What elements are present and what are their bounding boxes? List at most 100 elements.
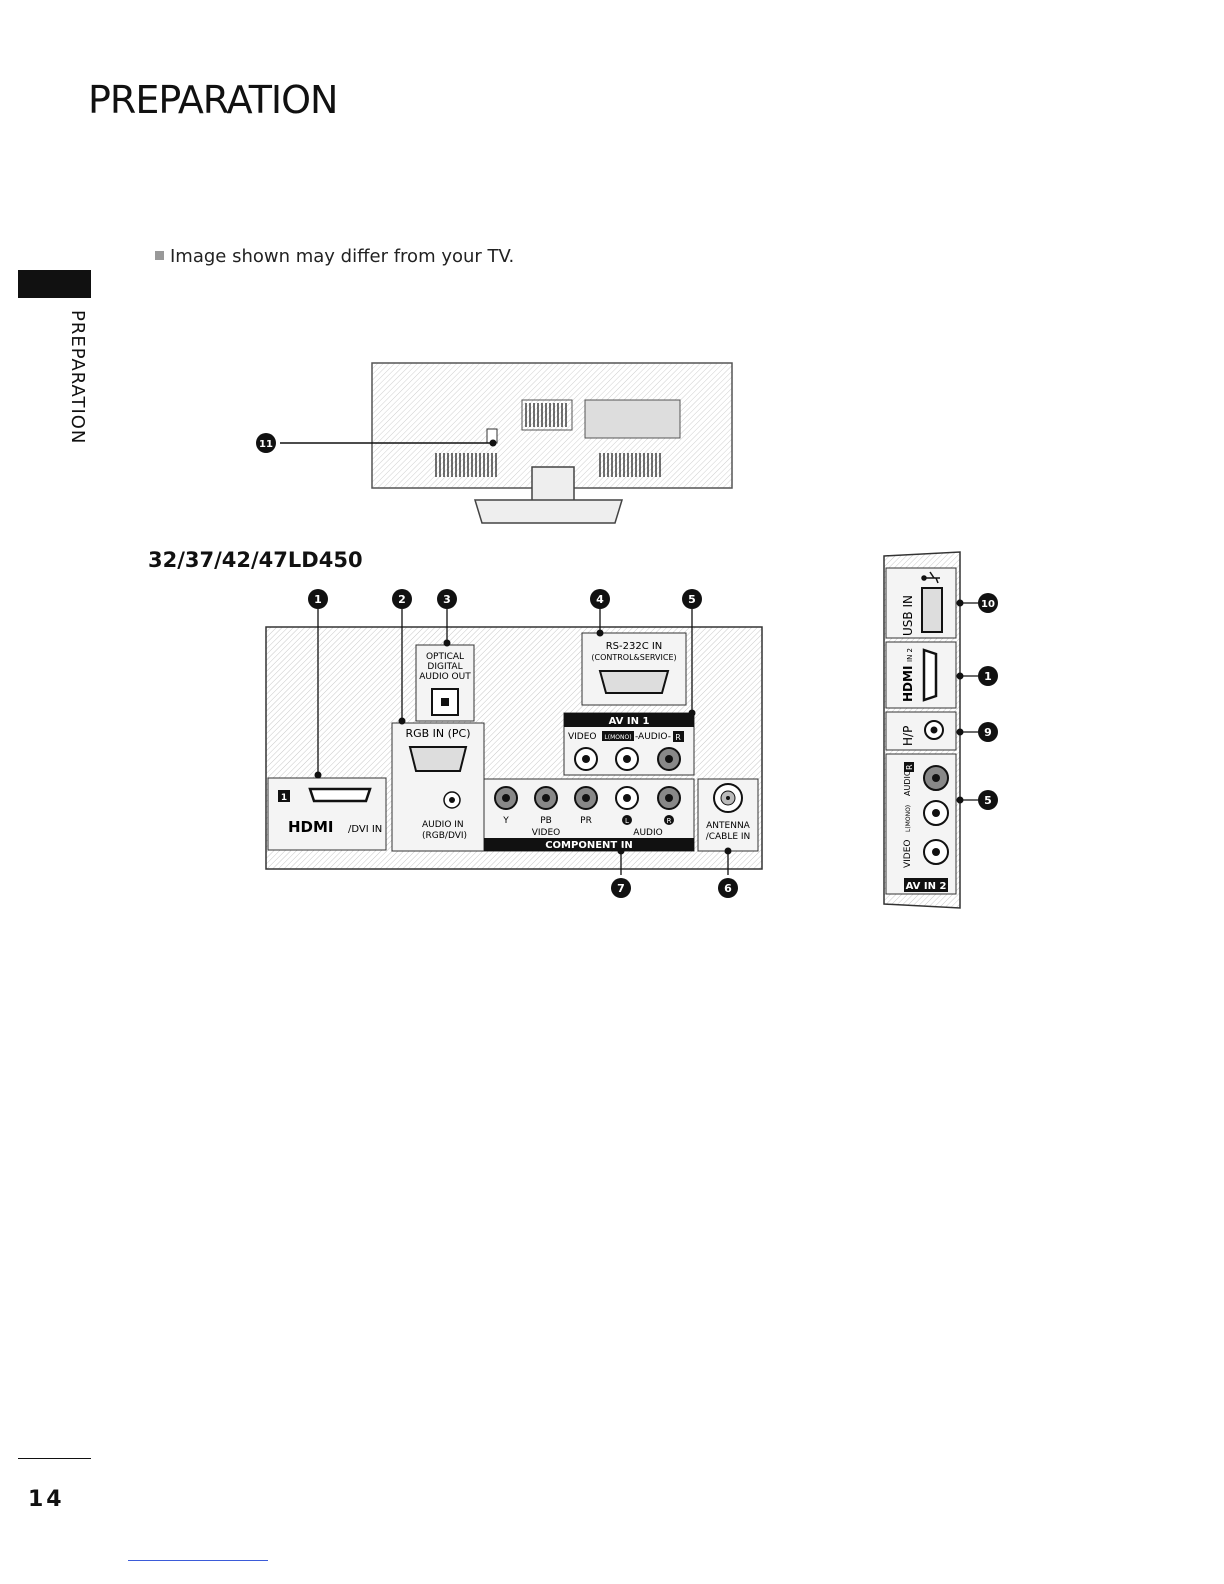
vent-grille-top [521, 399, 573, 431]
callout-2-text: 2 [398, 593, 406, 606]
hdmi-port-number: 1 [281, 793, 287, 803]
callout-1-side: 1 [978, 666, 998, 686]
audio-in-label: AUDIO IN [422, 820, 464, 830]
rs232c-sublabel: (CONTROL&SERVICE) [591, 653, 676, 662]
callout-dots [314, 629, 732, 855]
rear-connection-panel: 1 HDMI /DVI IN RGB IN (PC) AUDIO IN (RGB… [265, 589, 763, 898]
hdmi-sublabel: /DVI IN [348, 824, 382, 835]
side-hdmi-port [922, 648, 938, 702]
usb-port [921, 587, 943, 633]
page-number: 14 [28, 1487, 65, 1512]
headphone-group: H/P [885, 711, 957, 751]
hdmi-port [308, 787, 372, 803]
component-pr-label: PR [580, 816, 592, 826]
component-pb-label: PB [540, 816, 552, 826]
callout-7: 7 [611, 878, 631, 898]
usb-in-label: USB IN [901, 595, 915, 636]
optical-label-2: DIGITAL [427, 662, 462, 672]
rgb-in-group: RGB IN (PC) AUDIO IN (RGB/DVI) [391, 722, 485, 852]
footer-link-underline [128, 1560, 268, 1561]
model-heading: 32/37/42/47LD450 [148, 548, 363, 572]
hp-label: H/P [901, 726, 915, 746]
av-in1-mono-label: L(MONO) [604, 734, 631, 741]
audio-in-sublabel: (RGB/DVI) [422, 831, 467, 841]
vent-grille-left [435, 453, 497, 477]
rs232c-group: RS-232C IN (CONTROL&SERVICE) [581, 632, 687, 706]
callout-5-text: 5 [688, 593, 696, 606]
section-side-label: PREPARATION [67, 310, 88, 445]
rgb-in-label: RGB IN (PC) [405, 727, 470, 740]
tv-rear-illustration: 11 [256, 362, 733, 524]
callout-3-text: 3 [443, 593, 451, 606]
hdmi-logo: HDMI [288, 818, 334, 836]
rs232c-port [598, 670, 670, 694]
optical-label-3: AUDIO OUT [419, 672, 471, 682]
optical-label-1: OPTICAL [426, 652, 464, 662]
callout-7-text: 7 [617, 882, 625, 895]
component-audio-label: AUDIO [633, 828, 662, 838]
tv-stand [473, 466, 624, 524]
side-av-video-label: VIDEO [903, 839, 913, 868]
av-in1-jacks [574, 747, 681, 771]
antenna-group: ANTENNA /CABLE IN [697, 778, 759, 852]
optical-out-group: OPTICAL DIGITAL AUDIO OUT [415, 644, 475, 722]
callout-leaders [317, 609, 729, 875]
vent-grille-right [599, 453, 661, 477]
callout-9: 9 [978, 722, 998, 742]
component-l-label: L [625, 817, 629, 825]
callout-2: 2 [392, 589, 412, 609]
side-callout-leaders [960, 602, 978, 801]
callout-11-badge [256, 433, 276, 453]
tv-back-panel [584, 399, 681, 439]
component-r-label: R [667, 817, 672, 825]
callout-6: 6 [718, 878, 738, 898]
side-connection-panel: USB IN HDMI IN 2 H/P VIDEO L(MONO) AUDIO… [883, 551, 998, 909]
component-y-label: Y [502, 816, 509, 826]
av-in1-group: AV IN 1 VIDEO L(MONO) -AUDIO- R [563, 712, 695, 776]
av-in1-video-label: VIDEO [568, 732, 597, 742]
hdmi-in2-group: HDMI IN 2 [885, 641, 957, 709]
component-in-label: COMPONENT IN [545, 840, 633, 851]
callout-3: 3 [437, 589, 457, 609]
callout-10: 10 [978, 593, 998, 613]
callout-1-text: 1 [314, 593, 322, 606]
callout-1-side-text: 1 [984, 670, 992, 683]
hdmi-dvi-port-group: 1 HDMI /DVI IN [267, 777, 387, 851]
av-in2-jacks [923, 765, 949, 865]
side-av-mono-label: L(MONO) [905, 805, 912, 832]
av-in1-label: AV IN 1 [609, 716, 650, 727]
callout-6-text: 6 [724, 882, 732, 895]
side-av-r-label: R [905, 764, 914, 770]
side-callout-dots [956, 599, 964, 804]
rs232c-label: RS-232C IN [606, 641, 663, 652]
section-tab-marker [18, 270, 91, 298]
callout-10-text: 10 [981, 599, 995, 610]
side-hdmi-label: HDMI [901, 666, 915, 702]
av-in2-group: VIDEO L(MONO) AUDIO R AV IN 2 [885, 753, 957, 895]
note-text: Image shown may differ from your TV. [170, 246, 515, 267]
callout-9-text: 9 [984, 726, 992, 739]
av-in1-audio-label: -AUDIO- [635, 732, 671, 742]
antenna-sublabel: /CABLE IN [706, 832, 751, 842]
side-hdmi-number: IN 2 [906, 648, 914, 662]
callout-11-dot [489, 439, 497, 447]
rgb-vga-port [408, 746, 468, 772]
callout-5-side-text: 5 [984, 794, 992, 807]
callout-4: 4 [590, 589, 610, 609]
component-jacks [494, 786, 681, 810]
component-in-group: Y PB PR L R VIDEO AUDIO COMPONENT IN [483, 778, 695, 852]
bullet-square-icon [155, 251, 164, 260]
side-av-audio-label: AUDIO [903, 770, 912, 796]
usb-in-group: USB IN [885, 567, 957, 639]
av-in2-label: AV IN 2 [906, 881, 947, 892]
note-line: Image shown may differ from your TV. [155, 246, 514, 267]
antenna-label: ANTENNA [706, 821, 751, 831]
usb-icon [921, 571, 940, 584]
callout-11-text: 11 [259, 439, 273, 450]
component-video-label: VIDEO [532, 828, 561, 838]
callout-5-side: 5 [978, 790, 998, 810]
page-title: PREPARATION [88, 78, 338, 122]
callout-4-text: 4 [596, 593, 604, 606]
footer-rule [18, 1458, 91, 1459]
callout-5: 5 [682, 589, 702, 609]
